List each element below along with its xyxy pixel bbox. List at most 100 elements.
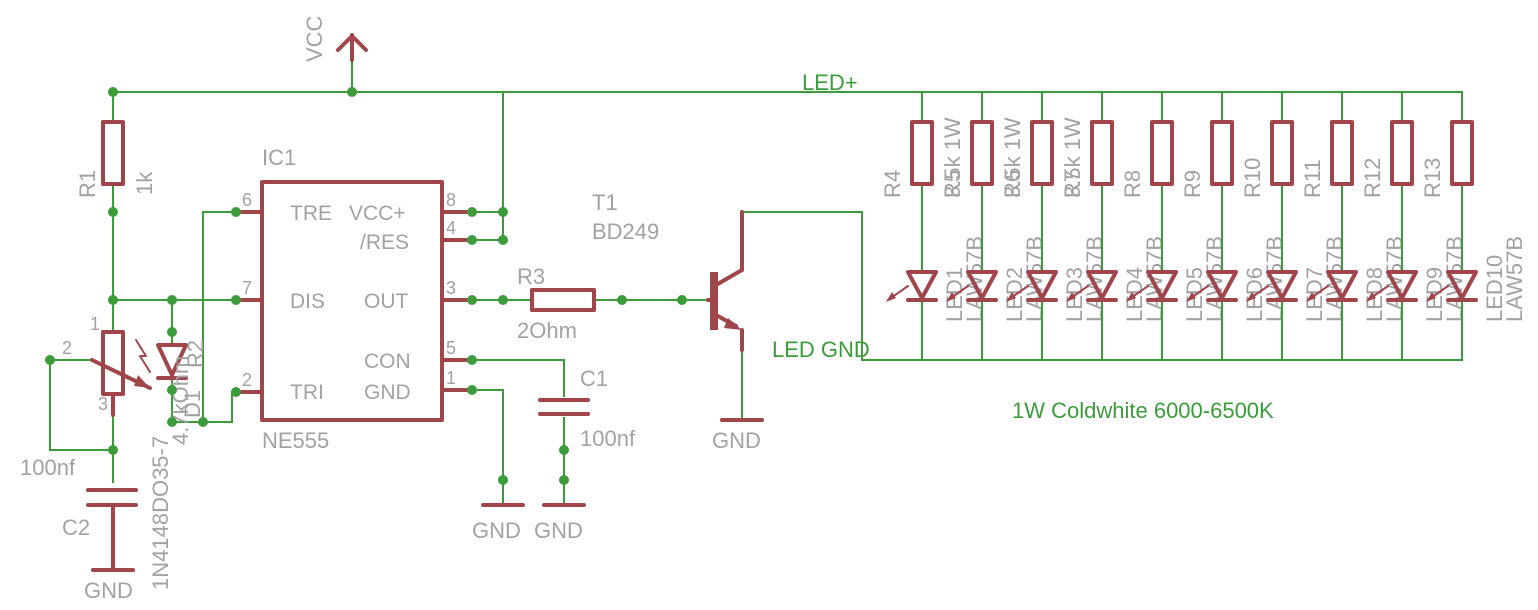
junction-dot [498,295,508,305]
led-value: LAW57B [1502,236,1527,322]
ic1-name: IC1 [262,145,296,170]
resistor-name: R10 [1240,158,1265,198]
pin-out-label: OUT [364,290,409,313]
emission-arrow [1366,292,1376,302]
emission-arrow [1126,292,1136,302]
pin-dis-label: DIS [290,290,325,313]
led-body [966,270,998,300]
pin-4-number: 4 [446,218,456,238]
gnd-label: GND [712,428,761,453]
pin-vcc-label: VCC+ [349,202,406,225]
junction-dot [559,475,569,485]
pot-pin2: 2 [62,338,72,358]
emission-arrow [1426,292,1436,302]
junction-dot [108,87,118,97]
led-value: LAW57B [1322,236,1347,322]
resistor-name: R4 [880,170,905,198]
resistor-body [1090,120,1114,186]
junction-dot [231,387,241,397]
resistor-name: R6 [1000,170,1025,198]
pin-con-label: CON [364,350,411,373]
t1-value: BD249 [592,219,659,244]
gnd-label: GND [84,578,133,603]
resistor-name: R12 [1360,158,1385,198]
led-body [906,270,938,300]
vcc-symbol: VCC [302,15,368,62]
resistor-name: R5 [940,170,965,198]
junction-dot [108,445,118,455]
resistor-body [910,120,934,186]
pin-2-number: 2 [242,370,252,390]
d1-name: D1 [180,390,205,418]
r2-value: 4.7kOhm [168,356,193,445]
junction-dot [347,87,357,97]
c2-name: C2 [62,515,90,540]
led-value: LAW57B [1082,236,1107,322]
potentiometer: 1 2 3 [62,314,152,417]
d1-diode: R2 4.7kOhm D1 1N4148DO35-7 [148,340,208,590]
resistor-body [1150,120,1174,186]
junction-dot [167,385,177,395]
resistor-body [1270,120,1294,186]
pin-6-number: 6 [242,190,252,210]
vcc-label: VCC [302,15,327,62]
resistor-body [1210,120,1234,186]
junction-dot [498,475,508,485]
junction-dot [167,417,177,427]
junction-dot [167,327,177,337]
resistor-body [1030,120,1054,186]
resistor-name: R7 [1060,170,1085,198]
pin-3-number: 3 [446,278,456,298]
junction-dot [467,385,477,395]
junction-dot [231,295,241,305]
resistor-name: R9 [1180,170,1205,198]
led-body [1206,270,1238,300]
led-body [1026,270,1058,300]
junction-dot [467,235,477,245]
pin-5-number: 5 [446,338,456,358]
emission-arrow [1186,292,1196,302]
r2-name: R2 [183,340,208,368]
resistor-value: 3.5k 1W [1000,117,1025,198]
pot-pin1: 1 [90,314,100,334]
emission-arrow [1246,292,1256,302]
pin-1-number: 1 [446,368,456,388]
led-body [1146,270,1178,300]
resistor-body [1390,120,1414,186]
led-body [1326,270,1358,300]
r1-value: 1k [132,171,157,195]
junction-dot [467,295,477,305]
gnd-label: GND [472,518,521,543]
pot-pin3: 3 [98,394,108,414]
c1-capacitor: C1 100nf [538,366,636,451]
r1-name: R1 [75,170,100,198]
led-body [1386,270,1418,300]
d1-value: 1N4148DO35-7 [148,436,173,590]
led-value: LAW57B [1022,236,1047,322]
led-value: LAW57B [1262,236,1287,322]
led-value: LAW57B [1382,236,1407,322]
pin-tri-label: TRI [290,381,324,404]
led-value: LAW57B [1142,236,1167,322]
r1-resistor: R1 1k [75,120,157,198]
pin-8-number: 8 [446,190,456,210]
gnd-label: GND [534,518,583,543]
c2-value: 100nf [20,455,76,480]
junction-dot [498,207,508,217]
pin-7-number: 7 [242,278,252,298]
c1-value: 100nf [580,426,636,451]
resistor-body [970,120,994,186]
junction-dot [167,295,177,305]
r3-name: R3 [517,264,545,289]
resistor-name: R11 [1300,159,1325,198]
emission-arrow [1006,292,1016,302]
junction-dot [559,445,569,455]
led-note: 1W Coldwhite 6000-6500K [1012,398,1274,423]
led-body [1266,270,1298,300]
